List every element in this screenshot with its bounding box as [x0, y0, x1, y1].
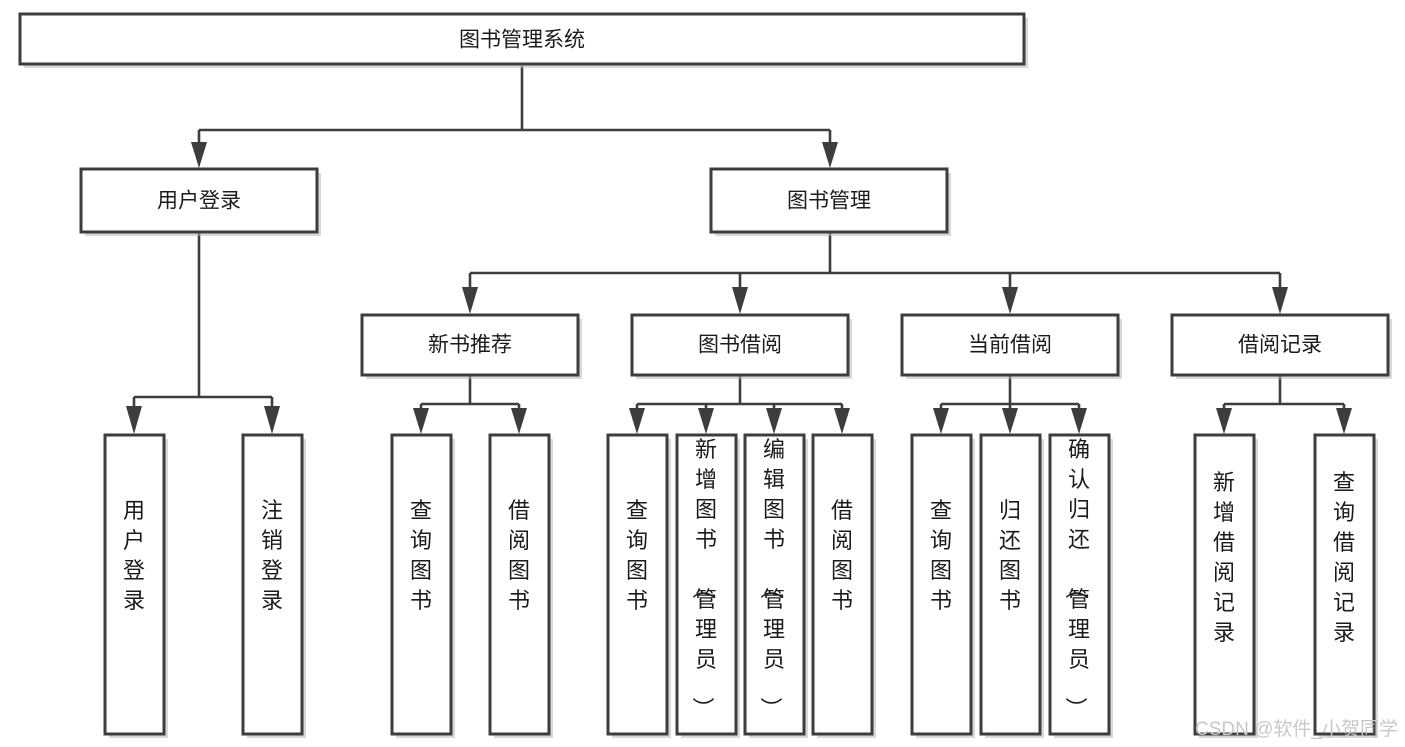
borrow-record-box [1170, 313, 1390, 377]
leaf-logout-login-label: 注销登录 [261, 498, 283, 613]
arrow-leaf-query-record [1336, 408, 1352, 434]
arrow-user-login [191, 142, 207, 168]
node-leaf-confirm-return[interactable]: 确认归还（管理员） [1048, 433, 1113, 738]
node-root[interactable]: 图书管理系统 [18, 12, 1028, 68]
book-borrow-box [630, 313, 850, 377]
node-new-book-recommend[interactable]: 新书推荐 [360, 313, 582, 379]
arrow-leaf-return-book [1002, 408, 1018, 434]
arrow-leaf-borrow-book-2 [834, 408, 850, 434]
book-manage-box [709, 167, 949, 234]
leaf-edit-book-label: 编辑图书（管理员） [758, 437, 785, 719]
node-book-borrow[interactable]: 图书借阅 [630, 313, 852, 379]
node-book-manage[interactable]: 图书管理 [709, 167, 951, 236]
leaf-add-book-box [675, 433, 738, 736]
user-login-box [79, 167, 319, 234]
leaf-query-book-1-label: 查询图书 [410, 498, 432, 613]
node-leaf-edit-book[interactable]: 编辑图书（管理员） [743, 433, 808, 738]
arrow-leaf-borrow-book-1 [511, 408, 527, 434]
book-borrow-label: 图书借阅 [698, 334, 782, 357]
leaf-query-book-2-box [606, 433, 669, 736]
node-user-login[interactable]: 用户登录 [79, 167, 321, 236]
arrow-leaf-query-book-1 [413, 408, 429, 434]
leaf-query-book-2-label: 查询图书 [626, 498, 648, 613]
new-book-recommend-box [360, 313, 580, 377]
root-label: 图书管理系统 [459, 29, 585, 52]
csdn-watermark: CSDN @软件_小贺同学 [1195, 718, 1398, 740]
node-leaf-borrow-book-2[interactable]: 借阅图书 [811, 433, 876, 738]
current-borrow-label: 当前借阅 [968, 334, 1052, 357]
leaf-edit-book-box [743, 433, 806, 736]
leaf-query-book-1-box [390, 433, 453, 736]
node-leaf-user-login[interactable]: 用户登录 [103, 433, 168, 738]
node-leaf-return-book[interactable]: 归还图书 [979, 433, 1044, 738]
leaf-borrow-book-1-label: 借阅图书 [508, 498, 530, 613]
leaf-query-book-3-box [910, 433, 973, 736]
book-manage-label: 图书管理 [787, 190, 871, 213]
leaf-add-book-label: 新增图书（管理员） [690, 437, 717, 719]
node-leaf-query-book-1[interactable]: 查询图书 [390, 433, 455, 738]
leaf-user-login-box [103, 433, 166, 736]
node-borrow-record[interactable]: 借阅记录 [1170, 313, 1392, 379]
edge-layer [126, 66, 1352, 434]
arrow-leaf-edit-book [766, 408, 782, 434]
leaf-borrow-book-1-box [488, 433, 551, 736]
leaf-user-login-label: 用户登录 [123, 498, 145, 613]
leaf-query-record-label: 查询借阅记录 [1333, 470, 1355, 645]
new-book-recommend-label: 新书推荐 [428, 334, 512, 357]
node-leaf-query-book-2[interactable]: 查询图书 [606, 433, 671, 738]
leaf-add-record-label: 新增借阅记录 [1213, 470, 1235, 645]
arrow-current-borrow [1002, 287, 1018, 314]
root-box [18, 12, 1026, 66]
leaf-return-book-box [979, 433, 1042, 736]
arrow-leaf-add-book [698, 408, 714, 434]
leaf-add-record-box [1193, 433, 1256, 736]
node-leaf-add-book[interactable]: 新增图书（管理员） [675, 433, 740, 738]
leaf-confirm-return-label: 确认归还（管理员） [1063, 437, 1090, 719]
arrow-borrow-record [1272, 287, 1288, 314]
leaf-borrow-book-2-label: 借阅图书 [831, 498, 853, 613]
arrow-leaf-user-login [126, 406, 142, 434]
current-borrow-box [900, 313, 1120, 377]
arrow-new-book-recommend [462, 287, 478, 314]
leaf-logout-login-box [241, 433, 304, 736]
leaf-query-book-3-label: 查询图书 [930, 498, 952, 613]
arrow-leaf-query-book-2 [629, 408, 645, 434]
user-login-label: 用户登录 [157, 190, 241, 213]
leaf-return-book-label: 归还图书 [999, 498, 1021, 613]
leaf-borrow-book-2-box [811, 433, 874, 736]
arrow-leaf-add-record [1216, 408, 1232, 434]
arrow-book-borrow [732, 287, 748, 314]
node-leaf-query-book-3[interactable]: 查询图书 [910, 433, 975, 738]
arrow-book-manage [822, 142, 838, 168]
leaf-confirm-return-box [1048, 433, 1111, 736]
node-current-borrow[interactable]: 当前借阅 [900, 313, 1122, 379]
leaf-query-record-box [1313, 433, 1376, 736]
borrow-record-label: 借阅记录 [1238, 334, 1322, 357]
arrow-leaf-logout-login [264, 406, 280, 434]
arrow-leaf-query-book-3 [933, 408, 949, 434]
arrow-leaf-confirm-return [1071, 408, 1087, 434]
node-leaf-borrow-book-1[interactable]: 借阅图书 [488, 433, 553, 738]
node-leaf-add-record[interactable]: 新增借阅记录 [1193, 433, 1258, 738]
node-leaf-logout-login[interactable]: 注销登录 [241, 433, 306, 738]
node-leaf-query-record[interactable]: 查询借阅记录 [1313, 433, 1378, 738]
